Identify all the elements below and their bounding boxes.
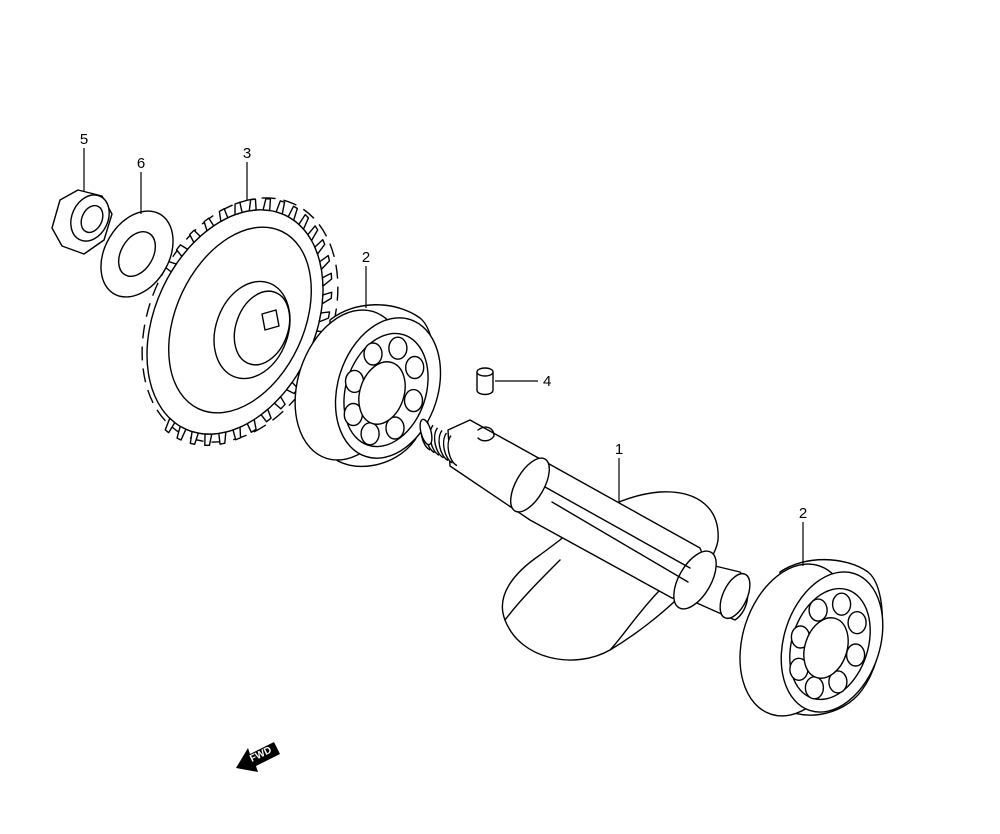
part-4-pin (476, 367, 494, 396)
part-5-nut (51, 189, 113, 255)
bearing-ball (847, 611, 867, 635)
bearing-ball (845, 643, 866, 667)
bearing-ball (405, 355, 425, 380)
gear-tooth (260, 408, 272, 423)
gear-tooth (204, 433, 213, 447)
gear-tooth (275, 200, 286, 215)
gear-tooth (298, 213, 310, 230)
part-1-balancer-shaft (419, 418, 751, 661)
gear-tooth (318, 311, 331, 323)
fwd-direction-badge: FWD (236, 742, 280, 772)
thread-ridge (447, 435, 458, 467)
bearing-ball (388, 336, 408, 360)
bearing-balls (789, 592, 867, 700)
bearing-ball (804, 676, 825, 700)
thread-tip (419, 418, 433, 446)
gear-tooth (218, 431, 227, 445)
bearing-ball (360, 422, 380, 446)
bearing-ball (363, 342, 383, 366)
gear-tooth (164, 417, 176, 434)
gear-tooth (262, 197, 272, 212)
gear-tooth (319, 254, 331, 271)
gear-tooth (189, 229, 201, 244)
bearing-ball (828, 670, 848, 694)
part-2-bearing-upper (294, 304, 442, 468)
gear-tooth (287, 205, 299, 221)
gear-tooth (273, 396, 286, 410)
part-2-bearing-lower (739, 558, 884, 717)
callout-1: 1 (615, 441, 623, 458)
bearing-ball (385, 416, 405, 440)
gear-tooth (176, 425, 187, 441)
gear-tooth (175, 244, 189, 258)
callout-2-upper: 2 (362, 249, 370, 266)
gear-tooth (307, 225, 319, 242)
callout-3: 3 (243, 145, 251, 162)
gear-tooth (232, 426, 242, 441)
gear-tooth (248, 198, 257, 212)
callout-2-lower: 2 (799, 505, 807, 522)
bearing-balls (343, 336, 425, 446)
callout-4: 4 (543, 373, 551, 390)
gear-tooth (246, 418, 257, 433)
callout-6: 6 (137, 155, 145, 172)
bearing-ball (808, 598, 828, 622)
gear-tooth (234, 201, 243, 216)
gear-tooth (314, 238, 326, 255)
bearing-ball (403, 388, 424, 413)
gear-tooth (321, 291, 333, 305)
bearing-ball (831, 592, 852, 616)
part-6-washer (100, 210, 174, 298)
callout-5: 5 (80, 131, 88, 148)
gear-tooth (218, 208, 229, 223)
part-3-gear (141, 197, 339, 447)
gear-tooth (321, 272, 333, 287)
shaft-thread (419, 418, 458, 467)
gear-tooth (203, 217, 215, 232)
gear-tooth (189, 430, 200, 445)
fwd-arrow-icon (236, 742, 280, 772)
